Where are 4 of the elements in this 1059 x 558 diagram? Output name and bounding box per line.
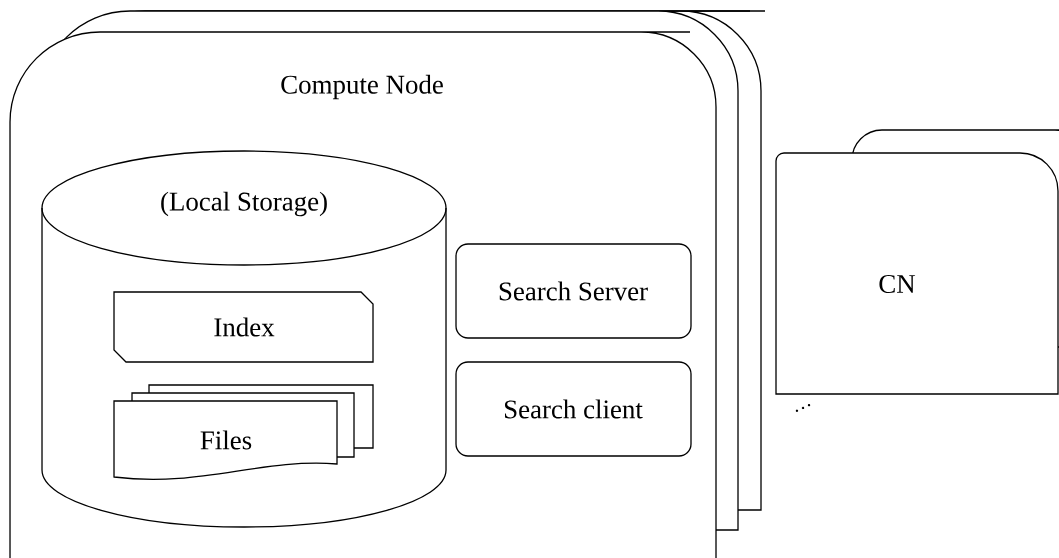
process-box: Search client	[455, 361, 692, 457]
node-card: CN	[775, 152, 1059, 395]
process-box: Search Server	[455, 243, 692, 339]
document-stack: Files	[113, 384, 374, 481]
